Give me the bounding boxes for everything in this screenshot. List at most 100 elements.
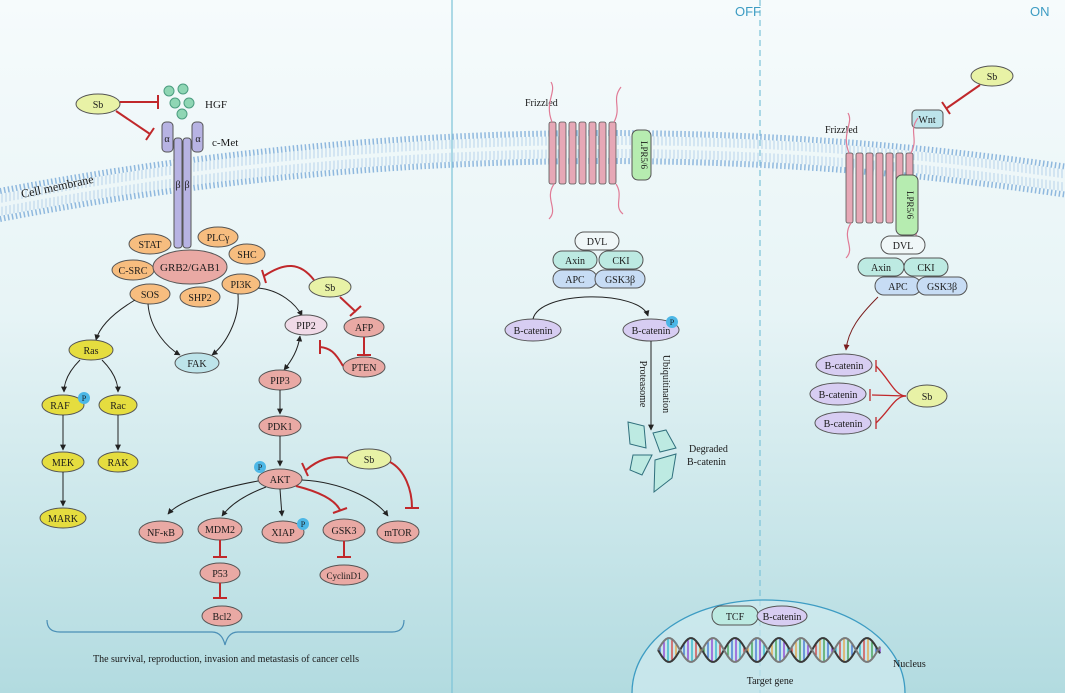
svg-text:TCF: TCF — [726, 612, 745, 623]
svg-text:P53: P53 — [212, 569, 228, 580]
sos-node: SOS — [141, 290, 159, 301]
sb-inhibition-fork — [869, 360, 907, 429]
svg-text:PIP2: PIP2 — [296, 321, 315, 332]
shc-node: SHC — [237, 250, 257, 261]
cyclind1-node — [319, 564, 369, 586]
on-label: ON — [1030, 4, 1050, 19]
apc-off: APC — [565, 275, 585, 286]
svg-text:Ras: Ras — [84, 346, 99, 357]
plcy-node: PLCγ — [207, 233, 230, 244]
destruction-complex-off — [552, 231, 646, 289]
svg-text:Sb: Sb — [922, 392, 933, 403]
nfkb-node — [138, 520, 184, 544]
dna-helix — [657, 637, 881, 663]
stat-node: STAT — [138, 240, 161, 251]
svg-text:NF-κB: NF-κB — [147, 528, 175, 539]
off-frizzled-label: Frizzled — [525, 98, 558, 109]
ras-node — [68, 339, 114, 361]
bcatenin-on-3 — [814, 411, 872, 435]
svg-text:β: β — [175, 180, 180, 191]
svg-text:B-catenin: B-catenin — [824, 419, 863, 430]
svg-text:GSK3: GSK3 — [331, 526, 356, 537]
csrc-node: C-SRC — [119, 266, 148, 277]
nucleus-label: Nucleus — [893, 659, 926, 670]
proteasome-label: Proteasome — [637, 361, 648, 408]
gsk3b-on: GSK3β — [927, 282, 957, 293]
dvl-on: DVL — [893, 241, 914, 252]
lrp-off — [631, 129, 652, 181]
svg-text:Sb: Sb — [93, 100, 104, 111]
sb-node-1 — [75, 93, 121, 115]
svg-text:B-catenin: B-catenin — [514, 326, 553, 337]
svg-text:P: P — [258, 463, 263, 472]
svg-text:Bcl2: Bcl2 — [213, 612, 232, 623]
ubiquitination-label: Ubiquitination — [660, 355, 671, 413]
bcl2-node — [201, 605, 243, 627]
svg-text:MARK: MARK — [48, 514, 79, 525]
grb2-node: GRB2/GAB1 — [160, 262, 220, 274]
sb-node-3 — [346, 448, 392, 470]
svg-text:mTOR: mTOR — [384, 528, 412, 539]
svg-text:LPR5/6: LPR5/6 — [639, 141, 649, 170]
svg-text:LPR5/6: LPR5/6 — [905, 191, 915, 220]
cmet-label: c-Met — [212, 137, 238, 149]
svg-text:α: α — [195, 134, 201, 145]
wnt-node — [911, 109, 944, 129]
phospho-badge-bcat — [666, 316, 678, 328]
svg-text:Sb: Sb — [325, 283, 336, 294]
bcatenin-nucleus — [756, 605, 808, 627]
rak-node — [97, 451, 139, 473]
svg-text:B-catenin: B-catenin — [819, 390, 858, 401]
svg-text:PIP3: PIP3 — [270, 376, 289, 387]
svg-text:B-catenin: B-catenin — [825, 361, 864, 372]
cki-on: CKI — [917, 263, 934, 274]
adaptor-cluster — [111, 226, 266, 308]
svg-text:PDK1: PDK1 — [267, 422, 292, 433]
svg-text:β: β — [184, 180, 189, 191]
sb-node-2 — [308, 276, 352, 298]
pi3k-node: PI3K — [230, 280, 252, 291]
pten-node — [342, 356, 386, 378]
svg-text:Sb: Sb — [987, 72, 998, 83]
bcatenin-on-1 — [815, 353, 873, 377]
svg-text:RAF: RAF — [50, 401, 70, 412]
svg-text:B-catenin: B-catenin — [632, 326, 671, 337]
svg-text:PTEN: PTEN — [352, 363, 377, 374]
target-gene-label: Target gene — [747, 676, 794, 687]
degraded-label-1: Degraded — [689, 444, 728, 455]
svg-text:Wnt: Wnt — [918, 115, 935, 126]
phospho-badge-raf — [78, 392, 90, 404]
svg-text:P: P — [82, 394, 87, 403]
mtor-node — [376, 520, 420, 544]
gsk3b-off: GSK3β — [605, 275, 635, 286]
cki-off: CKI — [612, 256, 629, 267]
hgf-label: HGF — [205, 99, 227, 111]
svg-text:MEK: MEK — [52, 458, 75, 469]
svg-text:FAK: FAK — [187, 359, 207, 370]
axin-off: Axin — [565, 256, 585, 267]
on-frizzled-label: Frizzled — [825, 125, 858, 136]
svg-text:AKT: AKT — [270, 475, 291, 486]
svg-text:Sb: Sb — [364, 455, 375, 466]
svg-text:RAK: RAK — [107, 458, 129, 469]
destruction-complex-on — [857, 235, 968, 296]
nucleus-envelope — [631, 599, 906, 693]
sb-node-on — [970, 65, 1014, 87]
shp2-node: SHP2 — [188, 293, 211, 304]
dvl-off: DVL — [587, 237, 608, 248]
axin-on: Axin — [871, 263, 891, 274]
fak-node — [174, 352, 220, 374]
mark-node — [39, 507, 87, 529]
svg-text:α: α — [164, 134, 170, 145]
hgf-ligand — [163, 83, 195, 120]
svg-text:CyclinD1: CyclinD1 — [327, 571, 362, 581]
svg-text:Rac: Rac — [110, 401, 126, 412]
frizzled-receptor-off — [548, 81, 624, 220]
phospho-badge-xiap — [297, 518, 309, 530]
svg-text:P: P — [301, 520, 306, 529]
lrp-on — [895, 174, 919, 236]
degraded-label-2: B-catenin — [687, 457, 726, 468]
svg-text:XIAP: XIAP — [271, 528, 295, 539]
